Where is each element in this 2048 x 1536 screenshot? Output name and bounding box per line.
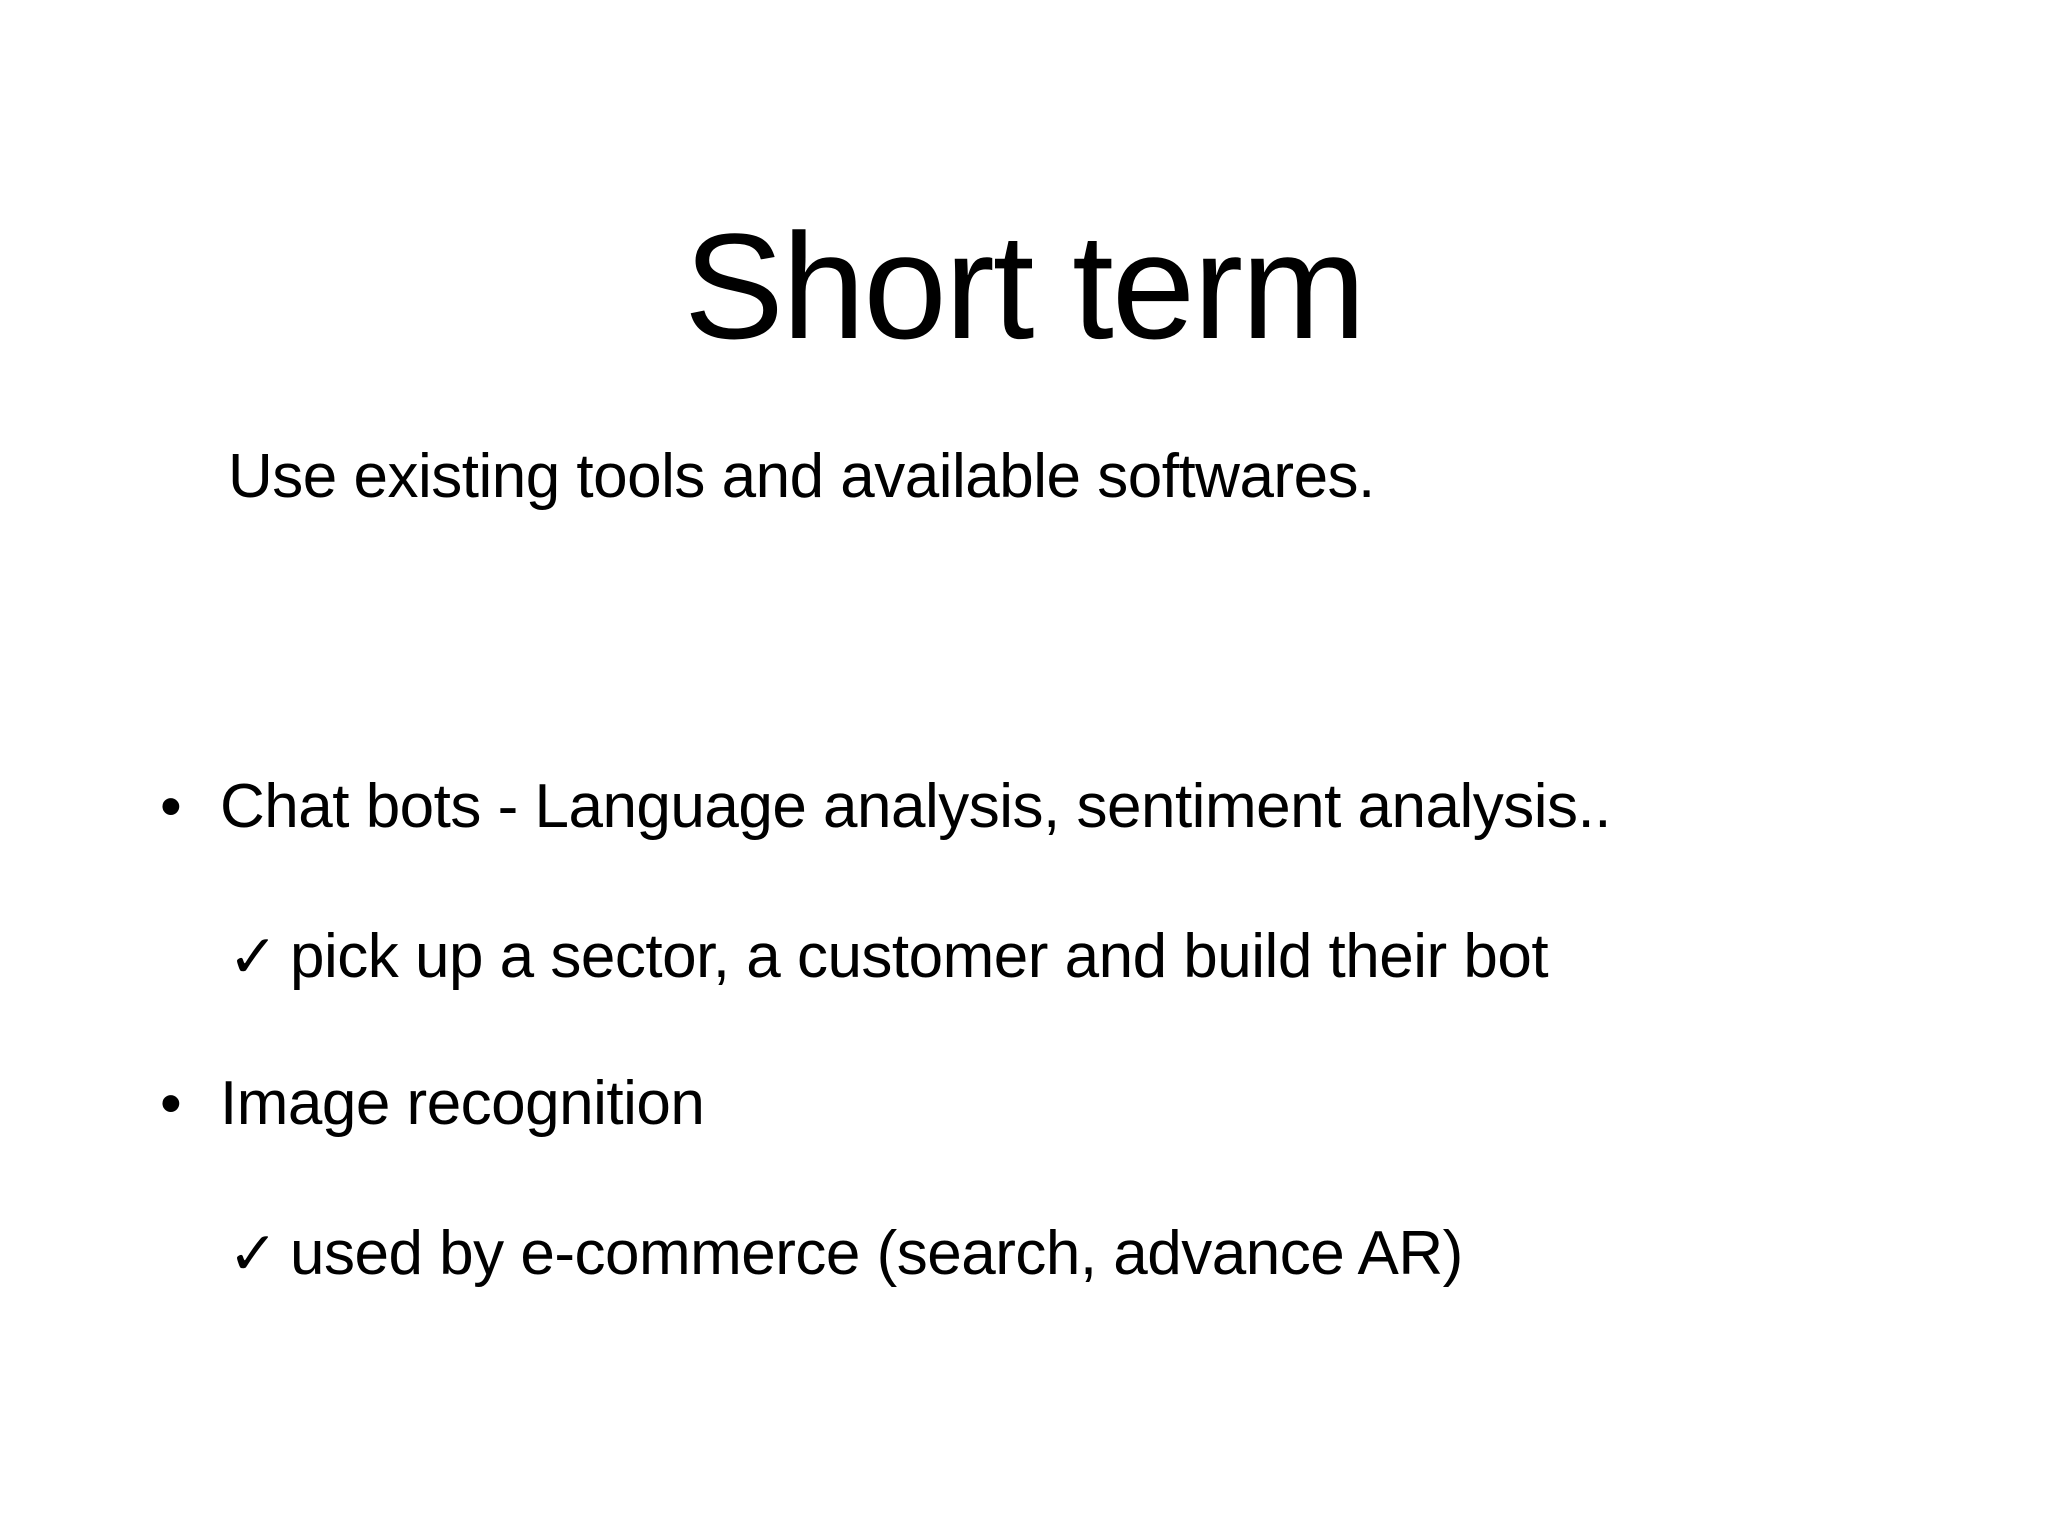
check-mark-icon: ✓ — [228, 923, 279, 991]
page-title: Short term — [683, 201, 1366, 370]
list-item: • Image recognition — [0, 1067, 2048, 1141]
list-item-label: Image recognition — [220, 1068, 705, 1138]
list-item: • Chat bots - Language analysis, sentimen… — [0, 770, 2048, 844]
list-item-label: Chat bots - Language analysis, sentiment… — [220, 772, 1611, 841]
bullet-dot-icon: • — [160, 772, 182, 841]
bullet-dot-icon: • — [160, 1068, 182, 1138]
lead-statement: Use existing tools and available softwar… — [228, 442, 1375, 511]
bullet-list: • Chat bots - Language analysis, sentimen… — [0, 770, 2048, 1364]
list-item: ✓used by e-commerce (search, advance AR) — [0, 1217, 2048, 1291]
check-mark-icon: ✓ — [228, 1220, 279, 1288]
list-item: ✓pick up a sector, a customer and build … — [0, 920, 2048, 994]
list-item-label: pick up a sector, a customer and build t… — [290, 922, 1549, 992]
list-item-label: used by e-commerce (search, advance AR) — [290, 1219, 1463, 1289]
